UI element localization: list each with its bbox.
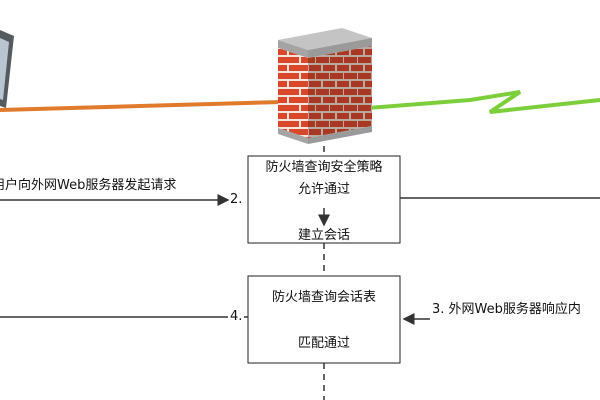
computer-icon — [0, 30, 14, 108]
policy-box-line2: 允许通过 — [297, 182, 350, 197]
step1-label: 用户向外网Web服务器发起请求 — [0, 178, 177, 193]
cable-line — [0, 100, 283, 112]
policy-box — [247, 155, 401, 244]
session-box — [247, 275, 401, 364]
policy-box-line3: 建立会话 — [297, 228, 350, 243]
session-box-line1: 防火墙查询会话表 — [271, 290, 376, 305]
step3-label: 3. 外网Web服务器响应内 — [432, 302, 581, 317]
wireless-link — [367, 90, 600, 114]
firewall-icon — [278, 28, 372, 144]
policy-box-line1: 防火墙查询安全策略 — [265, 160, 383, 175]
step2-label: 2. — [230, 192, 243, 207]
step4-label: 4. — [230, 309, 243, 324]
session-box-line2: 匹配通过 — [297, 336, 350, 351]
